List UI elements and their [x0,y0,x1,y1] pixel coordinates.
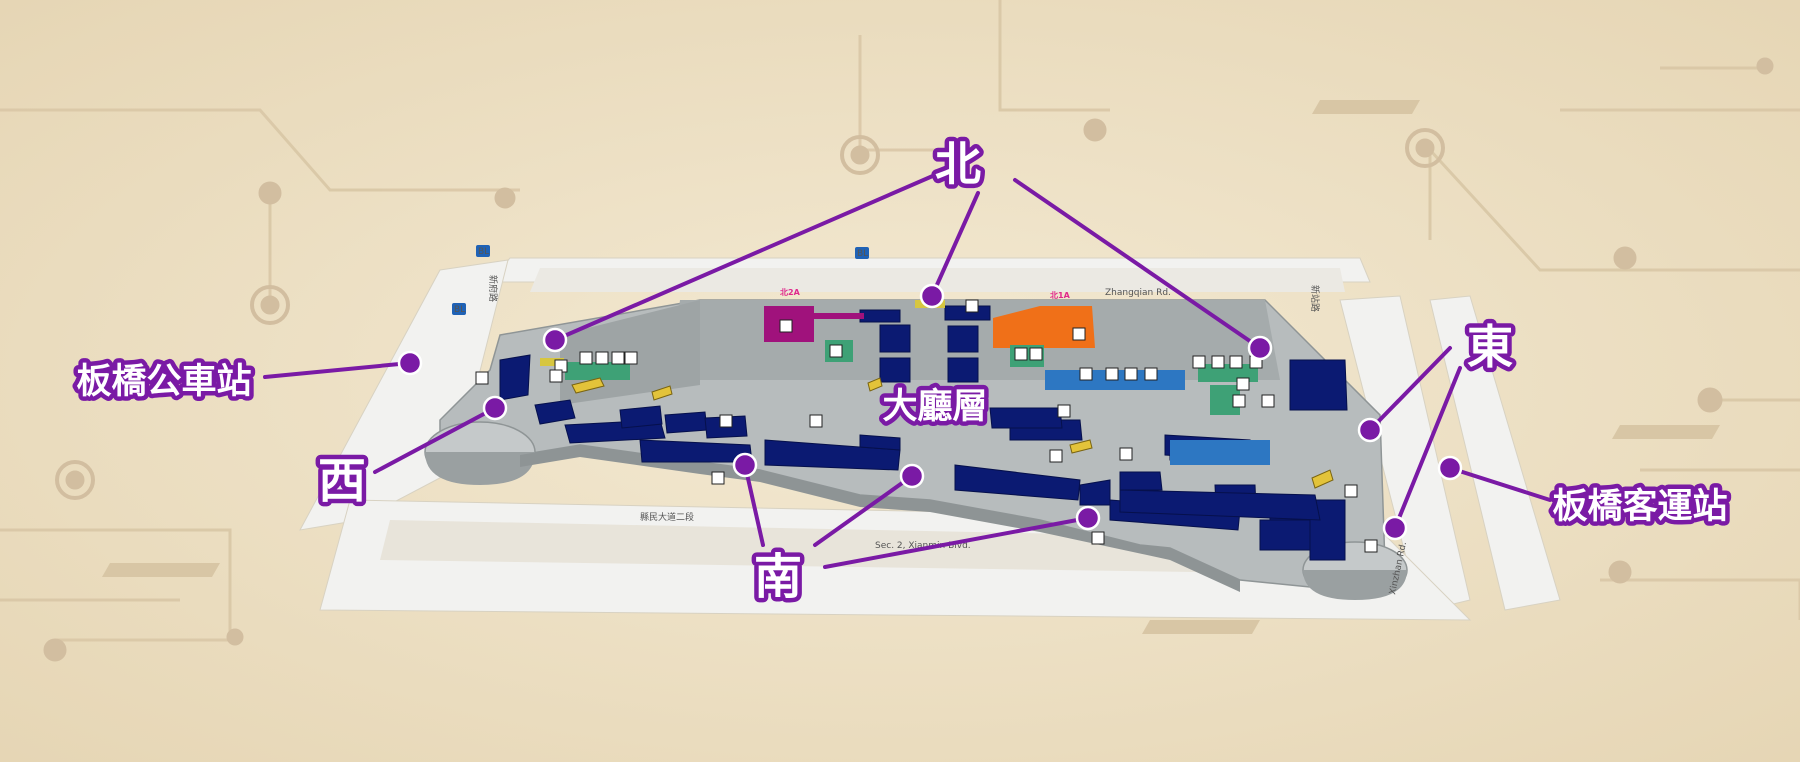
mrt-markers: BL BL BL [452,245,869,315]
street-xianmin-en: Sec. 2, Xianmin Blvd. [875,541,971,551]
navy-blocks [499,305,1348,561]
street-xinzhan-zh: 新站路 [1309,285,1321,312]
decorative-circuit-lines [0,0,1800,642]
decorative-nodes [43,57,1774,662]
street-xinfu-zh: 新府路 [487,275,499,302]
leader-lines [263,173,1552,569]
location-dots [397,283,1463,541]
label-south: 南 [754,549,802,605]
yellow-exit-strip-west [540,358,564,366]
label-intercity-bus: 板橋客運站 [1552,486,1727,527]
exit-north-2a-label: 北2A [780,287,801,297]
mrt-label-3: BL [857,249,868,259]
mrt-label-1: BL [478,247,489,257]
blue-service-zone-2 [1170,440,1270,465]
map-icons [475,299,1378,553]
decorative-stripes [102,100,1720,634]
street-zhangqian: Zhangqian Rd. [1105,288,1171,298]
exit-north-1a-zone [993,306,1095,348]
label-north: 北 [935,137,981,191]
green-room-west [565,362,630,380]
exit-north-1a-label: 北1A [1050,290,1071,300]
escalator-icons [571,377,1334,489]
label-east: 東 [1467,320,1513,374]
label-concourse: 大廳層 [882,387,987,427]
label-bus-station: 板橋公車站 [76,362,251,402]
exit-north-2a-link [814,313,864,319]
mrt-label-2: BL [454,305,465,315]
street-xianmin-zh: 縣民大道二段 [640,511,694,523]
label-west: 西 [318,453,366,509]
